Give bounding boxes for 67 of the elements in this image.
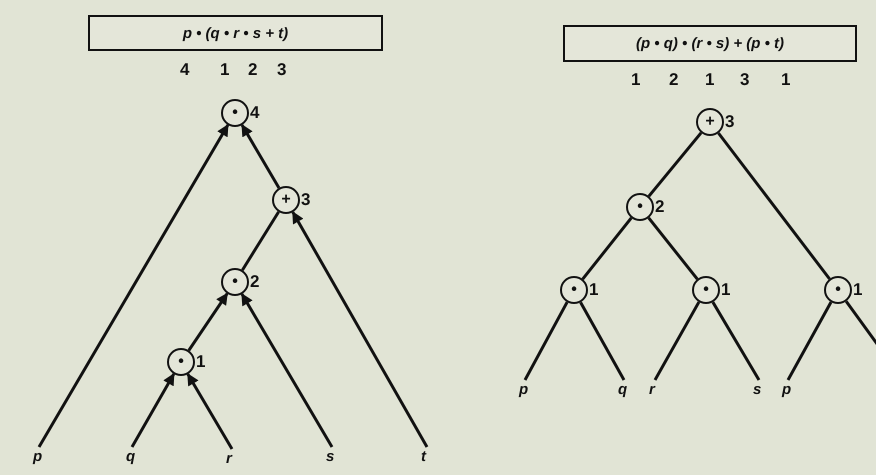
operator-circle [221, 268, 249, 296]
connector-line [240, 293, 334, 448]
order-number: 1 [781, 71, 790, 88]
connector-line [130, 372, 176, 448]
formula-box [88, 15, 383, 51]
order-number: 3 [277, 61, 286, 78]
step-number: 2 [655, 198, 664, 215]
variable-label: p [33, 449, 42, 464]
variable-label: p [519, 382, 528, 397]
variable-label: t [421, 449, 426, 464]
operator-circle [692, 276, 720, 304]
operator-symbol: + [705, 114, 715, 130]
connector-line [712, 301, 760, 381]
step-number: 2 [250, 273, 260, 290]
order-number: 4 [180, 61, 190, 78]
variable-label: q [618, 382, 628, 397]
connector-line [524, 301, 568, 381]
connector-line [654, 301, 700, 381]
variable-label: p [782, 382, 792, 397]
step-number: 3 [725, 113, 734, 130]
operator-circle [167, 348, 195, 376]
connector-line [292, 211, 428, 448]
operator-circle [221, 99, 249, 127]
operator-symbol: • [232, 105, 238, 121]
variable-label: r [649, 382, 655, 397]
operator-symbol: • [703, 282, 709, 298]
step-number: 4 [250, 104, 260, 121]
connector-line [717, 132, 831, 280]
formula-text: p • (q • r • s + t) [182, 24, 288, 42]
order-number: 1 [705, 71, 714, 88]
operator-symbol: + [281, 192, 291, 208]
step-number: 1 [589, 281, 598, 298]
step-number: 1 [721, 281, 730, 298]
formula-text: (p • q) • (r • s) + (p • t) [636, 35, 784, 52]
step-number: 3 [301, 191, 310, 208]
variable-label: q [126, 449, 136, 464]
connector-line [648, 217, 698, 280]
connector-line [241, 211, 280, 271]
order-number: 3 [740, 71, 750, 88]
operator-symbol: • [835, 282, 841, 298]
operator-symbol: • [232, 274, 238, 290]
connector-line [188, 292, 228, 352]
order-number: 1 [631, 71, 640, 88]
operator-symbol: • [178, 354, 184, 370]
operator-circle [272, 186, 300, 214]
variable-label: r [226, 451, 232, 466]
order-number: 2 [669, 71, 678, 88]
operator-circle [626, 193, 654, 221]
operator-circle [560, 276, 588, 304]
formula-box [563, 25, 857, 62]
connector-line [582, 217, 632, 280]
order-number: 1 [220, 61, 230, 78]
order-number: 2 [248, 61, 258, 78]
connector-line [38, 124, 230, 448]
connector-line [648, 132, 702, 198]
step-number: 1 [853, 281, 862, 298]
connector-line [786, 301, 832, 381]
variable-label: s [753, 382, 762, 397]
connector-line [240, 124, 280, 189]
connector-line [186, 373, 234, 450]
operator-symbol: • [637, 199, 643, 215]
operator-circle [696, 108, 724, 136]
step-number: 1 [196, 353, 206, 370]
operator-circle [824, 276, 852, 304]
variable-label: s [326, 449, 334, 464]
connector-line [579, 302, 626, 381]
operator-symbol: • [571, 282, 577, 298]
